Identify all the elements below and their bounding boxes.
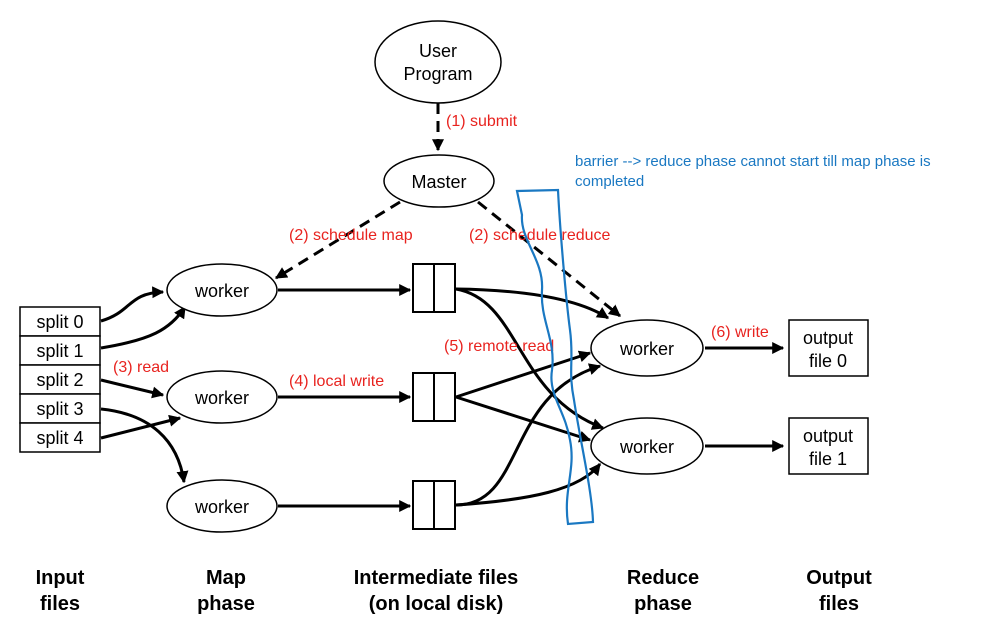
output-file-1: output file 1 — [788, 417, 869, 475]
split-label: split 3 — [36, 399, 83, 419]
split0-to-worker-edge — [100, 286, 165, 323]
intermediate-file — [412, 263, 456, 313]
remote-read-edge — [455, 287, 610, 320]
barrier-note: barrier --> reduce phase cannot start ti… — [575, 153, 931, 170]
input-splits: split 0 split 1 split 2 split 3 split 4 — [19, 306, 101, 453]
phase-label-input: Input — [36, 567, 85, 589]
remote-read-edge — [455, 350, 592, 399]
remote-read-edge — [455, 363, 602, 507]
split1-to-worker-edge — [100, 305, 187, 350]
split-label: split 2 — [36, 370, 83, 390]
intermediate-file — [412, 372, 456, 422]
svg-text:Program: Program — [403, 64, 472, 84]
split3-to-worker-edge — [100, 407, 189, 484]
schedule-map-edge — [274, 200, 401, 280]
output-file-0: output file 0 — [788, 319, 869, 377]
svg-text:output: output — [803, 328, 853, 348]
master-node: Master — [383, 154, 495, 208]
phase-label-map: phase — [197, 593, 255, 615]
split2-to-worker-edge — [100, 378, 165, 399]
phase-labels: Input files Map phase Intermediate files… — [36, 567, 873, 615]
split-box — [19, 422, 101, 453]
svg-text:worker: worker — [194, 388, 249, 408]
svg-text:worker: worker — [619, 437, 674, 457]
local-write-label: (4) local write — [289, 373, 384, 390]
svg-text:file 1: file 1 — [809, 449, 847, 469]
map-worker-node: worker — [166, 263, 278, 317]
svg-text:worker: worker — [194, 281, 249, 301]
split-box — [19, 306, 101, 337]
split-box — [19, 335, 101, 366]
svg-text:file 0: file 0 — [809, 351, 847, 371]
remote-read-edge — [455, 395, 592, 443]
remote-read-edge — [455, 287, 605, 430]
svg-text:worker: worker — [619, 339, 674, 359]
phase-label-intermediate: Intermediate files — [354, 567, 519, 589]
map-worker-node: worker — [166, 479, 278, 533]
phase-label-reduce: Reduce — [627, 567, 699, 589]
phase-label-input: files — [40, 593, 80, 615]
intermediate-file — [412, 480, 456, 530]
split-label: split 1 — [36, 341, 83, 361]
schedule-reduce-label: (2) schedule reduce — [469, 227, 611, 244]
remote-read-label: (5) remote read — [444, 338, 554, 355]
svg-text:worker: worker — [194, 497, 249, 517]
svg-text:Master: Master — [411, 172, 466, 192]
submit-label: (1) submit — [446, 113, 518, 130]
read-label: (3) read — [113, 359, 169, 376]
split-label: split 4 — [36, 428, 83, 448]
write-label: (6) write — [711, 324, 769, 341]
user-program-node: User Program — [374, 20, 502, 104]
svg-text:User: User — [419, 41, 457, 61]
remote-read-edge — [455, 463, 602, 507]
reduce-worker-node: worker — [590, 319, 704, 377]
reduce-worker-node: worker — [590, 417, 704, 475]
phase-label-output: Output — [806, 567, 872, 589]
barrier-outline — [515, 188, 595, 526]
phase-label-reduce: phase — [634, 593, 692, 615]
phase-label-map: Map — [206, 567, 246, 589]
split4-to-worker-edge — [100, 414, 182, 440]
phase-label-output: files — [819, 593, 859, 615]
svg-text:output: output — [803, 426, 853, 446]
map-worker-node: worker — [166, 370, 278, 424]
barrier-note: completed — [575, 173, 644, 190]
split-box — [19, 364, 101, 395]
split-label: split 0 — [36, 312, 83, 332]
schedule-map-label: (2) schedule map — [289, 227, 413, 244]
schedule-reduce-edge — [477, 200, 621, 318]
phase-label-intermediate: (on local disk) — [369, 593, 503, 615]
